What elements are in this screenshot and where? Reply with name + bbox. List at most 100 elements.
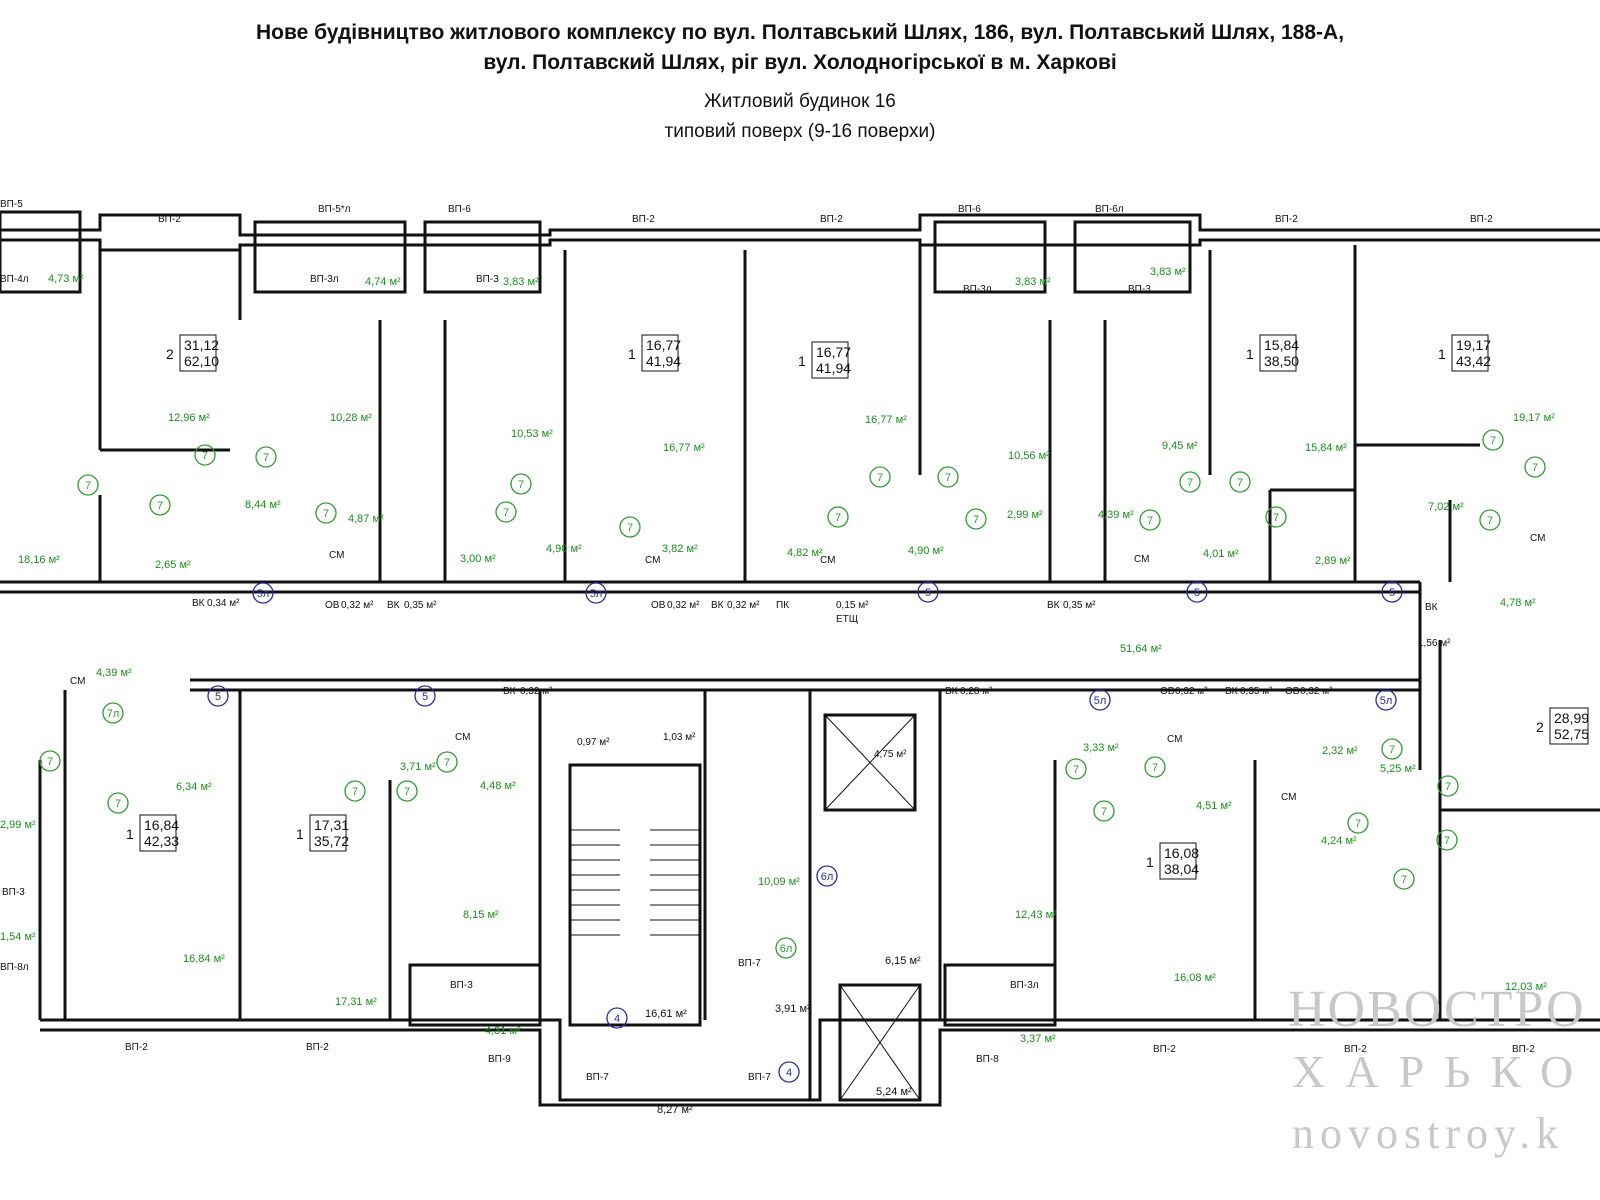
svg-text:4,39 м²: 4,39 м²: [1098, 509, 1134, 521]
washer-label: СМ: [1281, 792, 1296, 803]
svg-text:6л: 6л: [780, 943, 793, 955]
svg-text:5л: 5л: [590, 588, 603, 600]
window-label: ВП-3л: [1010, 980, 1039, 991]
svg-text:19,17 м²: 19,17 м²: [1513, 412, 1555, 424]
svg-text:51,64 м²: 51,64 м²: [1120, 643, 1162, 655]
svg-text:16,08 м²: 16,08 м²: [1174, 972, 1216, 984]
svg-text:5: 5: [215, 691, 221, 703]
window-label: ВП-2: [1275, 214, 1298, 225]
svg-text:35,72: 35,72: [314, 833, 349, 849]
svg-text:16,08: 16,08: [1164, 845, 1199, 861]
washer-label: СМ: [329, 550, 344, 561]
svg-text:ОВ: ОВ: [651, 600, 666, 611]
svg-text:1: 1: [296, 826, 304, 842]
svg-text:6,34 м²: 6,34 м²: [176, 781, 212, 793]
svg-text:3,00 м²: 3,00 м²: [460, 553, 496, 565]
svg-text:1,54 м²: 1,54 м²: [0, 931, 36, 943]
svg-text:4,51 м²: 4,51 м²: [1196, 800, 1232, 812]
svg-text:7,02 м²: 7,02 м²: [1428, 501, 1464, 513]
svg-text:7: 7: [202, 450, 208, 462]
svg-text:12,43 м²: 12,43 м²: [1015, 909, 1057, 921]
svg-text:0,28 м²: 0,28 м²: [960, 686, 993, 697]
svg-text:7: 7: [1445, 781, 1451, 793]
svg-text:6,15 м²: 6,15 м²: [885, 955, 921, 967]
svg-text:5: 5: [1194, 587, 1200, 599]
svg-text:7: 7: [1487, 515, 1493, 527]
svg-text:7: 7: [1389, 744, 1395, 756]
svg-text:5: 5: [1389, 587, 1395, 599]
svg-text:0,32 м²: 0,32 м²: [1300, 686, 1333, 697]
svg-text:4,90 м²: 4,90 м²: [546, 543, 582, 555]
svg-text:5: 5: [422, 691, 428, 703]
svg-text:16,77: 16,77: [646, 337, 681, 353]
svg-text:0,97 м²: 0,97 м²: [577, 737, 610, 748]
plan-title-line1: Нове будівництво житлового комплексу по …: [255, 21, 1345, 44]
svg-text:12,96 м²: 12,96 м²: [168, 412, 210, 424]
window-label: ВП-6: [448, 204, 471, 215]
window-label: ВП-7: [748, 1072, 771, 1083]
window-label: ВП-2: [158, 214, 181, 225]
svg-text:7: 7: [1147, 515, 1153, 527]
room-areas: 4,73 м² 4,74 м² 3,83 м² 3,83 м² 3,83 м² …: [0, 266, 1555, 1116]
svg-text:7: 7: [835, 512, 841, 524]
svg-text:5: 5: [925, 587, 931, 599]
svg-text:4,78 м²: 4,78 м²: [1500, 597, 1536, 609]
svg-text:10,56 м²: 10,56 м²: [1008, 450, 1050, 462]
window-label: ВП-3л: [963, 284, 992, 295]
svg-text:18,16 м²: 18,16 м²: [18, 554, 60, 566]
svg-text:1,56 м²: 1,56 м²: [1418, 638, 1451, 649]
svg-text:3,91 м²: 3,91 м²: [775, 1003, 811, 1015]
svg-text:41,94: 41,94: [646, 353, 681, 369]
window-label: ВП-6: [958, 204, 981, 215]
washer-label: СМ: [1167, 734, 1182, 745]
svg-text:4,74 м²: 4,74 м²: [365, 276, 401, 288]
window-label: ВП-8: [976, 1054, 999, 1065]
svg-text:2,89 м²: 2,89 м²: [1315, 555, 1351, 567]
svg-text:ВК: ВК: [711, 600, 724, 611]
svg-text:8,15 м²: 8,15 м²: [463, 909, 499, 921]
washer-label: СМ: [70, 676, 85, 687]
svg-text:0,35 м²: 0,35 м²: [1240, 686, 1273, 697]
svg-text:4,82 м²: 4,82 м²: [787, 547, 823, 559]
window-label: ВП-2: [125, 1042, 148, 1053]
svg-text:7: 7: [404, 786, 410, 798]
svg-text:2,65 м²: 2,65 м²: [155, 559, 191, 571]
svg-text:3,83 м²: 3,83 м²: [1015, 276, 1051, 288]
svg-text:7: 7: [1532, 462, 1538, 474]
svg-text:0,35 м²: 0,35 м²: [404, 600, 437, 611]
svg-text:2: 2: [166, 346, 174, 362]
window-label: ВП-2: [306, 1042, 329, 1053]
svg-text:7: 7: [1073, 764, 1079, 776]
svg-text:0,15 м²: 0,15 м²: [836, 600, 869, 611]
svg-text:1: 1: [798, 353, 806, 369]
svg-text:4,01 м²: 4,01 м²: [1203, 548, 1239, 560]
svg-text:7: 7: [1444, 835, 1450, 847]
svg-text:7: 7: [518, 479, 524, 491]
svg-text:15,84 м²: 15,84 м²: [1305, 442, 1347, 454]
svg-text:28,99: 28,99: [1554, 710, 1589, 726]
window-label: ВП-3: [1128, 284, 1151, 295]
svg-text:5л: 5л: [1380, 695, 1393, 707]
svg-text:7: 7: [877, 472, 883, 484]
window-labels: ВП-5 ВП-2 ВП-5*л ВП-6 ВП-2 ВП-2 ВП-6 ВП-…: [0, 199, 1535, 1083]
svg-text:38,04: 38,04: [1164, 861, 1199, 877]
svg-text:7: 7: [1273, 512, 1279, 524]
svg-text:3,37 м²: 3,37 м²: [1020, 1033, 1056, 1045]
svg-text:0,32 м²: 0,32 м²: [341, 600, 374, 611]
window-label: ВП-2: [1153, 1044, 1176, 1055]
svg-text:1: 1: [126, 826, 134, 842]
window-label: ВП-2: [1512, 1044, 1535, 1055]
stair-lines: [570, 714, 921, 1101]
svg-text:7: 7: [1152, 762, 1158, 774]
svg-text:17,31: 17,31: [314, 817, 349, 833]
svg-text:4,31 м²: 4,31 м²: [485, 1025, 521, 1037]
washer-label: СМ: [645, 555, 660, 566]
svg-text:4: 4: [786, 1067, 792, 1079]
svg-text:2,32 м²: 2,32 м²: [1322, 745, 1358, 757]
svg-text:4: 4: [614, 1013, 620, 1025]
svg-text:5л: 5л: [1094, 695, 1107, 707]
svg-text:6л: 6л: [821, 871, 834, 883]
